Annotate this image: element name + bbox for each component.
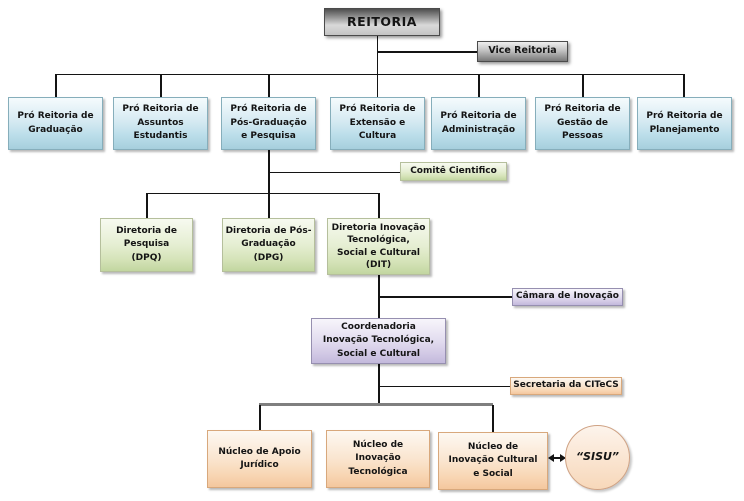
connector-drop-cultural <box>492 405 494 432</box>
double-arrow-icon <box>548 454 566 462</box>
connector-coordenadoria-down <box>378 364 380 405</box>
node-pro-reitoria-pos-graduacao: Pró Reitoria de Pós-Graduação e Pesquisa <box>221 97 316 150</box>
node-camara-inovacao: Câmara de Inovação <box>512 288 623 306</box>
node-coordenadoria-citecs: Coordenadoria Inovação Tecnológica, Soci… <box>311 318 446 364</box>
connector-secretaria <box>378 385 510 387</box>
node-vice-reitoria: Vice Reitoria <box>477 41 568 62</box>
connector-comite <box>268 171 400 173</box>
connector-drop-administracao <box>478 74 480 97</box>
connector-reitoria-down <box>376 36 378 97</box>
node-reitoria: REITORIA <box>324 8 440 36</box>
connector-drop-dit <box>378 193 380 218</box>
connector-drop-graduacao <box>55 74 57 97</box>
connector-drop-planejamento <box>683 74 685 97</box>
node-pro-reitoria-assuntos-estudantis: Pró Reitoria de Assuntos Estudantis <box>113 97 208 150</box>
node-nucleo-inovacao-cultural-social: Núcleo de Inovação Cultural e Social <box>438 432 548 490</box>
connector-camara <box>378 296 512 298</box>
connector-drop-assuntos <box>160 74 162 97</box>
node-pro-reitoria-administracao: Pró Reitoria de Administração <box>431 97 526 150</box>
connector-vice-reitoria <box>377 51 477 53</box>
node-pro-reitoria-extensao-cultura: Pró Reitoria de Extensão e Cultura <box>330 97 425 150</box>
connector-bus-diretorias <box>146 192 379 194</box>
node-nucleo-apoio-juridico: Núcleo de Apoio Jurídico <box>207 430 312 488</box>
connector-drop-gestao <box>582 74 584 97</box>
node-pro-reitoria-graduacao: Pró Reitoria de Graduação <box>8 97 103 150</box>
node-nucleo-inovacao-tecnologica: Núcleo de Inovação Tecnológica <box>326 430 430 488</box>
node-pro-reitoria-planejamento: Pró Reitoria de Planejamento <box>637 97 732 150</box>
connector-bus-nucleos <box>259 403 493 406</box>
node-diretoria-inovacao-dit: Diretoria Inovação Tecnológica, Social e… <box>327 218 430 275</box>
node-sisu: “SISU” <box>565 425 630 490</box>
connector-drop-posgrad <box>268 74 270 97</box>
node-diretoria-pos-graduacao-dpg: Diretoria de Pós- Graduação (DPG) <box>222 218 315 272</box>
connector-bus-level1 <box>55 73 684 75</box>
node-comite-cientifico: Comitê Cientifico <box>400 162 507 181</box>
node-diretoria-pesquisa-dpq: Diretoria de Pesquisa (DPQ) <box>100 218 193 272</box>
connector-drop-juridico <box>259 405 261 430</box>
node-pro-reitoria-gestao-pessoas: Pró Reitoria de Gestão de Pessoas <box>535 97 630 150</box>
connector-drop-dpq <box>146 193 148 218</box>
connector-drop-dpg <box>268 193 270 218</box>
node-secretaria-citecs: Secretaria da CITeCS <box>510 377 622 395</box>
